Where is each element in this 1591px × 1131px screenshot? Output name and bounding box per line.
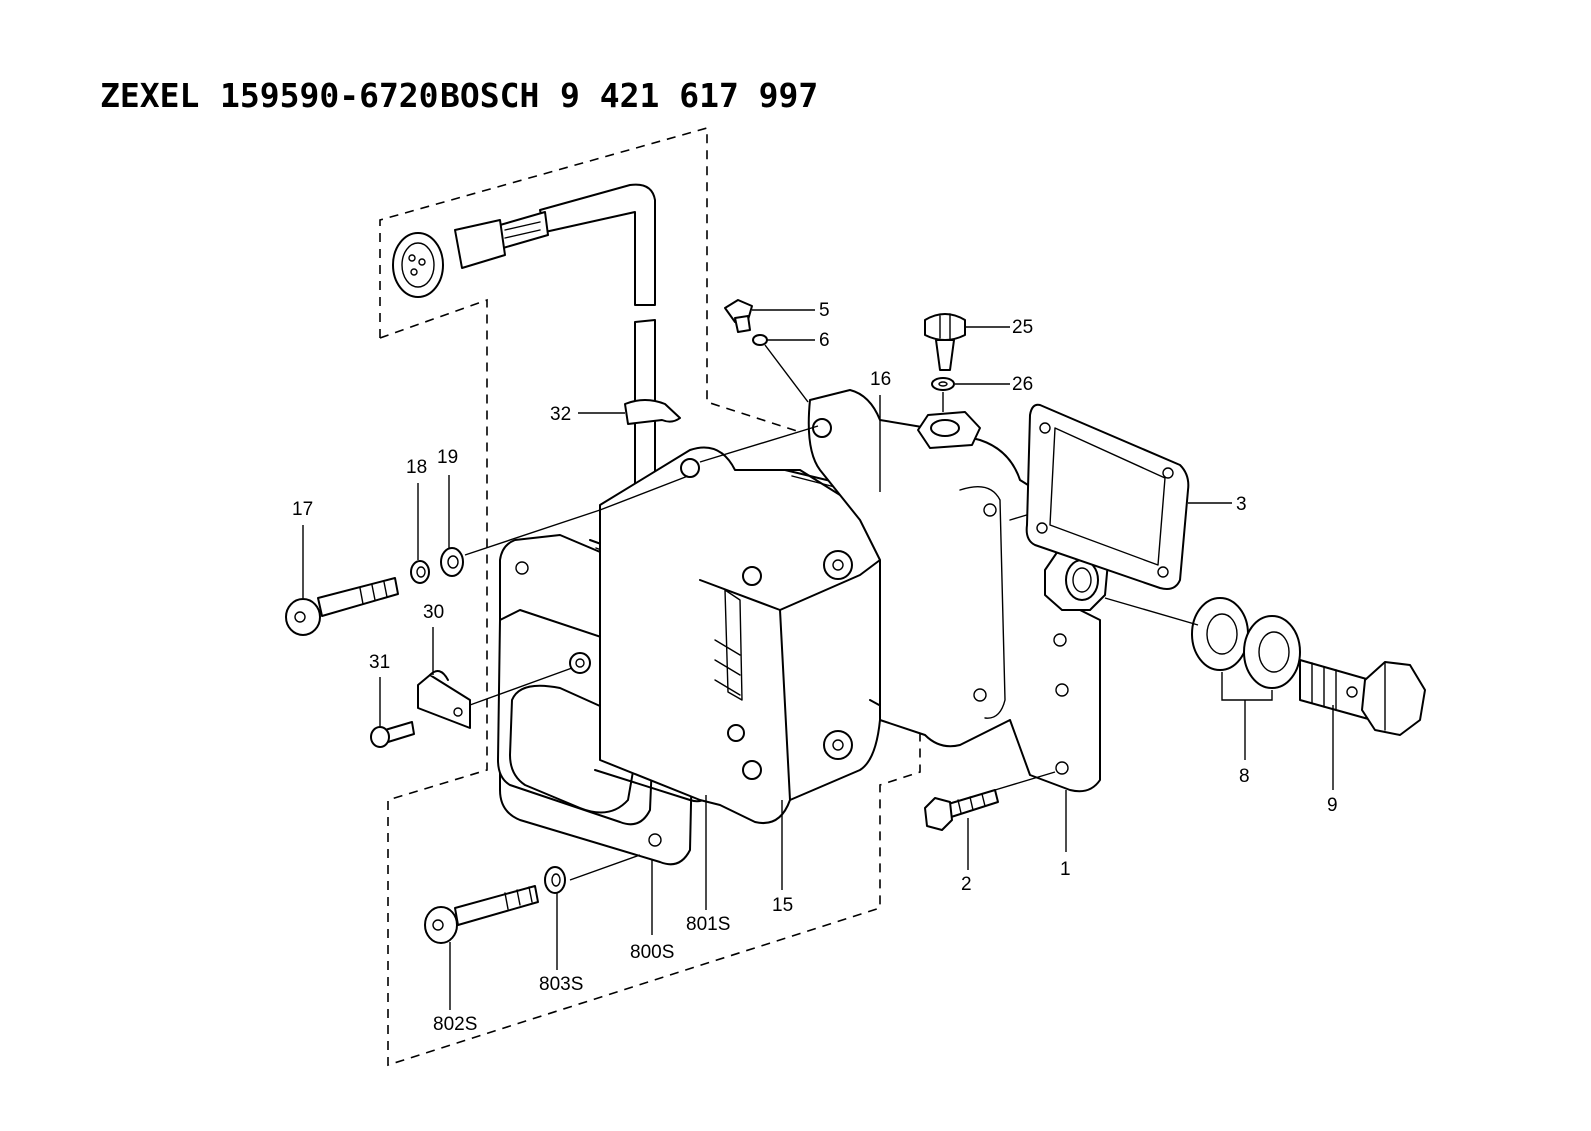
- screw-25: [924, 313, 966, 371]
- callout-30: 30: [423, 602, 444, 623]
- gasket-3: [1025, 403, 1190, 590]
- callout-803s: 803S: [539, 974, 583, 995]
- callout-16: 16: [870, 369, 891, 390]
- maker-bosch: BOSCH: [440, 76, 539, 115]
- diagram-title: ZEXEL 159590-6720 BOSCH 9 421 617 997: [100, 76, 818, 115]
- callout-labels: 5 6 25 26 16 3 8 9 1 2 15 801S 800S 803S…: [292, 300, 1338, 1035]
- callout-17: 17: [292, 499, 313, 520]
- callout-5: 5: [819, 300, 830, 321]
- callout-9: 9: [1327, 795, 1338, 816]
- callout-1: 1: [1060, 859, 1071, 880]
- bolt-17: [285, 577, 399, 636]
- callout-31: 31: [369, 652, 390, 673]
- callout-8: 8: [1239, 766, 1250, 787]
- washer-19: [440, 547, 464, 577]
- callout-18: 18: [406, 457, 427, 478]
- washer-18: [410, 560, 430, 584]
- maker-zexel: ZEXEL: [100, 76, 199, 115]
- bolt-802s: [424, 885, 539, 944]
- callout-6: 6: [819, 330, 830, 351]
- callout-800s: 800S: [630, 942, 674, 963]
- callout-801s: 801S: [686, 914, 730, 935]
- washer-6: [752, 334, 768, 346]
- part-number-zexel: 159590-6720: [220, 76, 439, 115]
- leader-lines: [302, 309, 1334, 1010]
- callout-32: 32: [550, 404, 571, 425]
- cable-clip-32: [624, 399, 681, 425]
- callout-15: 15: [772, 895, 793, 916]
- connector-cable: [392, 183, 656, 501]
- callout-3: 3: [1236, 494, 1247, 515]
- callout-25: 25: [1012, 317, 1033, 338]
- banjo-bolt-9: [1299, 659, 1426, 736]
- screw-31: [370, 721, 415, 748]
- assembly-dashed-outline: [379, 126, 921, 1067]
- callout-26: 26: [1012, 374, 1033, 395]
- washers-8: [1191, 597, 1301, 689]
- screw-5: [724, 299, 753, 333]
- bolt-2: [924, 789, 999, 831]
- callout-2: 2: [961, 874, 972, 895]
- bracket-30: [417, 670, 471, 729]
- callout-802s: 802S: [433, 1014, 477, 1035]
- housing-15: [599, 446, 890, 824]
- washer-26: [931, 377, 955, 391]
- part-number-bosch: 9 421 617 997: [560, 76, 818, 115]
- washer-803s: [544, 866, 566, 894]
- callout-19: 19: [437, 447, 458, 468]
